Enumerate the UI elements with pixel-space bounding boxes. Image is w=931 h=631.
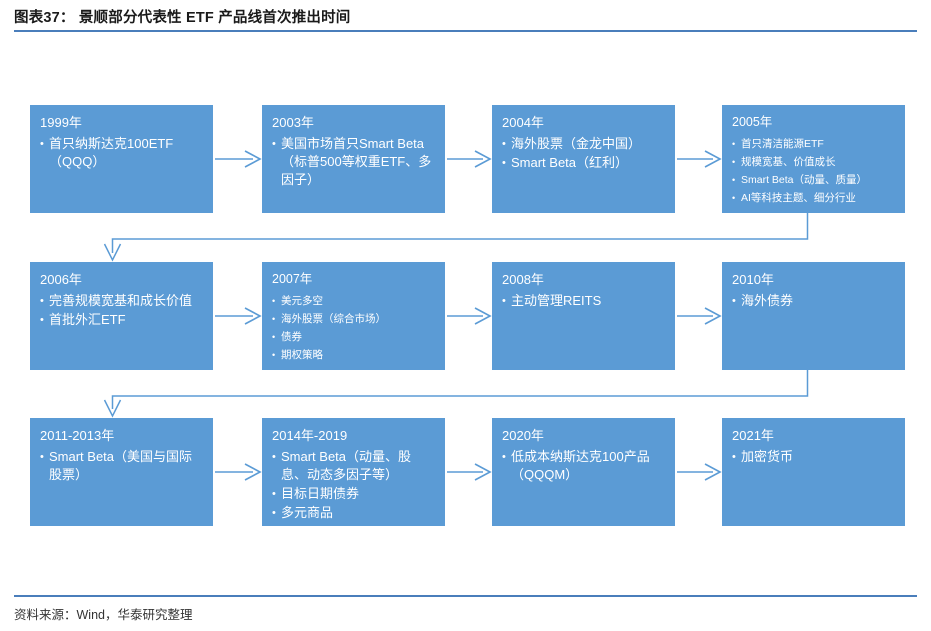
timeline-node-items: 美国市场首只Smart Beta（标普500等权重ETF、多因子）	[272, 135, 435, 189]
source-note: 资料来源：Wind，华泰研究整理	[14, 608, 193, 622]
flow-arrow-right	[445, 305, 492, 327]
timeline-node-item: Smart Beta（美国与国际股票）	[40, 448, 203, 484]
timeline-node-year: 2004年	[502, 115, 544, 130]
timeline-node-item: 规模宽基、价值成长	[732, 154, 895, 170]
timeline-node-item: 海外债券	[732, 292, 895, 310]
timeline-node-items: 海外股票（金龙中国）Smart Beta（红利）	[502, 135, 665, 172]
timeline-node-item: 目标日期债券	[272, 485, 435, 503]
flow-connector-wrap	[0, 370, 822, 422]
timeline-node-item: 首只清洁能源ETF	[732, 136, 895, 152]
timeline-node-items: 首只清洁能源ETF 规模宽基、价值成长 Smart Beta（动量、质量） AI等科技…	[732, 136, 895, 206]
timeline-node-year: 2008年	[502, 272, 544, 287]
flow-arrow-right	[445, 148, 492, 170]
timeline-node-item: 债券	[272, 329, 435, 345]
timeline-node-year: 2021年	[732, 428, 774, 443]
timeline-node: 2007年美元多空海外股票（综合市场） 债券期权策略	[262, 262, 445, 370]
timeline-node-year: 2020年	[502, 428, 544, 443]
timeline-node-item: 海外股票（金龙中国）	[502, 135, 665, 153]
timeline-node: 2011-2013年 Smart Beta（美国与国际股票）	[30, 418, 213, 526]
flow-arrow-right	[213, 461, 262, 483]
timeline-node-item: Smart Beta（红利）	[502, 154, 665, 172]
timeline-node: 2021年加密货币	[722, 418, 905, 526]
page-title: 图表37： 景顺部分代表性 ETF 产品线首次推出时间	[14, 10, 351, 26]
flow-arrow-right	[675, 461, 722, 483]
timeline-node-item: 海外股票（综合市场）	[272, 311, 435, 327]
timeline-node: 1999年首只纳斯达克100ETF（QQQ）	[30, 105, 213, 213]
timeline-node-item: Smart Beta（动量、股息、动态多因子等）	[272, 448, 435, 484]
timeline-node: 2014年-2019Smart Beta（动量、股息、动态多因子等）目标日期债券…	[262, 418, 445, 526]
timeline-node-item: 完善规模宽基和成长价值	[40, 292, 203, 310]
timeline-node-items: Smart Beta（动量、股息、动态多因子等）目标日期债券多元商品	[272, 448, 435, 522]
timeline-node-item: 主动管理REITS	[502, 292, 665, 310]
flow-arrow-right	[445, 461, 492, 483]
flow-arrow-right	[675, 148, 722, 170]
flow-arrow-right	[213, 305, 262, 327]
timeline-node-item: 美元多空	[272, 293, 435, 309]
timeline-node-year: 2006年	[40, 272, 82, 287]
timeline-node-item: 加密货币	[732, 448, 895, 466]
timeline-node-items: 首只纳斯达克100ETF（QQQ）	[40, 135, 203, 171]
timeline-node-items: 海外债券	[732, 292, 895, 310]
timeline-node-year: 2005年	[732, 115, 773, 129]
timeline-node: 2004年海外股票（金龙中国）Smart Beta（红利）	[492, 105, 675, 213]
timeline-node-item: 期权策略	[272, 347, 435, 363]
timeline-node-item: 低成本纳斯达克100产品（QQQM）	[502, 448, 665, 484]
timeline-node-year: 2010年	[732, 272, 774, 287]
timeline-node-item: 美国市场首只Smart Beta（标普500等权重ETF、多因子）	[272, 135, 435, 189]
timeline-node-items: 完善规模宽基和成长价值首批外汇ETF	[40, 292, 203, 329]
timeline-node-item: 首批外汇ETF	[40, 311, 203, 329]
timeline-node-items: 低成本纳斯达克100产品（QQQM）	[502, 448, 665, 484]
title-divider	[14, 30, 917, 32]
flow-arrow-right	[213, 148, 262, 170]
timeline-node-year: 2014年-2019	[272, 428, 348, 443]
timeline-node: 2006年完善规模宽基和成长价值首批外汇ETF	[30, 262, 213, 370]
timeline-node-items: 加密货币	[732, 448, 895, 466]
timeline-node: 2010年海外债券	[722, 262, 905, 370]
timeline-node-items: 主动管理REITS	[502, 292, 665, 310]
timeline-node: 2008年主动管理REITS	[492, 262, 675, 370]
flow-arrow-right	[675, 305, 722, 327]
flow-connector-wrap	[0, 213, 822, 266]
timeline-node-year: 2011-2013年	[40, 428, 115, 443]
timeline-node-item: 首只纳斯达克100ETF（QQQ）	[40, 135, 203, 171]
footer-divider	[14, 595, 917, 597]
timeline-node: 2003年美国市场首只Smart Beta（标普500等权重ETF、多因子）	[262, 105, 445, 213]
timeline-node-items: 美元多空海外股票（综合市场） 债券期权策略	[272, 293, 435, 363]
timeline-node-year: 2003年	[272, 115, 314, 130]
timeline-node: 2020年低成本纳斯达克100产品（QQQM）	[492, 418, 675, 526]
timeline-node-year: 1999年	[40, 115, 82, 130]
timeline-node-items: Smart Beta（美国与国际股票）	[40, 448, 203, 484]
timeline-node-item: 多元商品	[272, 504, 435, 522]
timeline-node-item: Smart Beta（动量、质量）	[732, 172, 895, 188]
timeline-node-year: 2007年	[272, 272, 313, 286]
timeline-node: 2005年首只清洁能源ETF 规模宽基、价值成长 Smart Beta（动量、质量）…	[722, 105, 905, 213]
timeline-node-item: AI等科技主题、细分行业	[732, 190, 895, 206]
